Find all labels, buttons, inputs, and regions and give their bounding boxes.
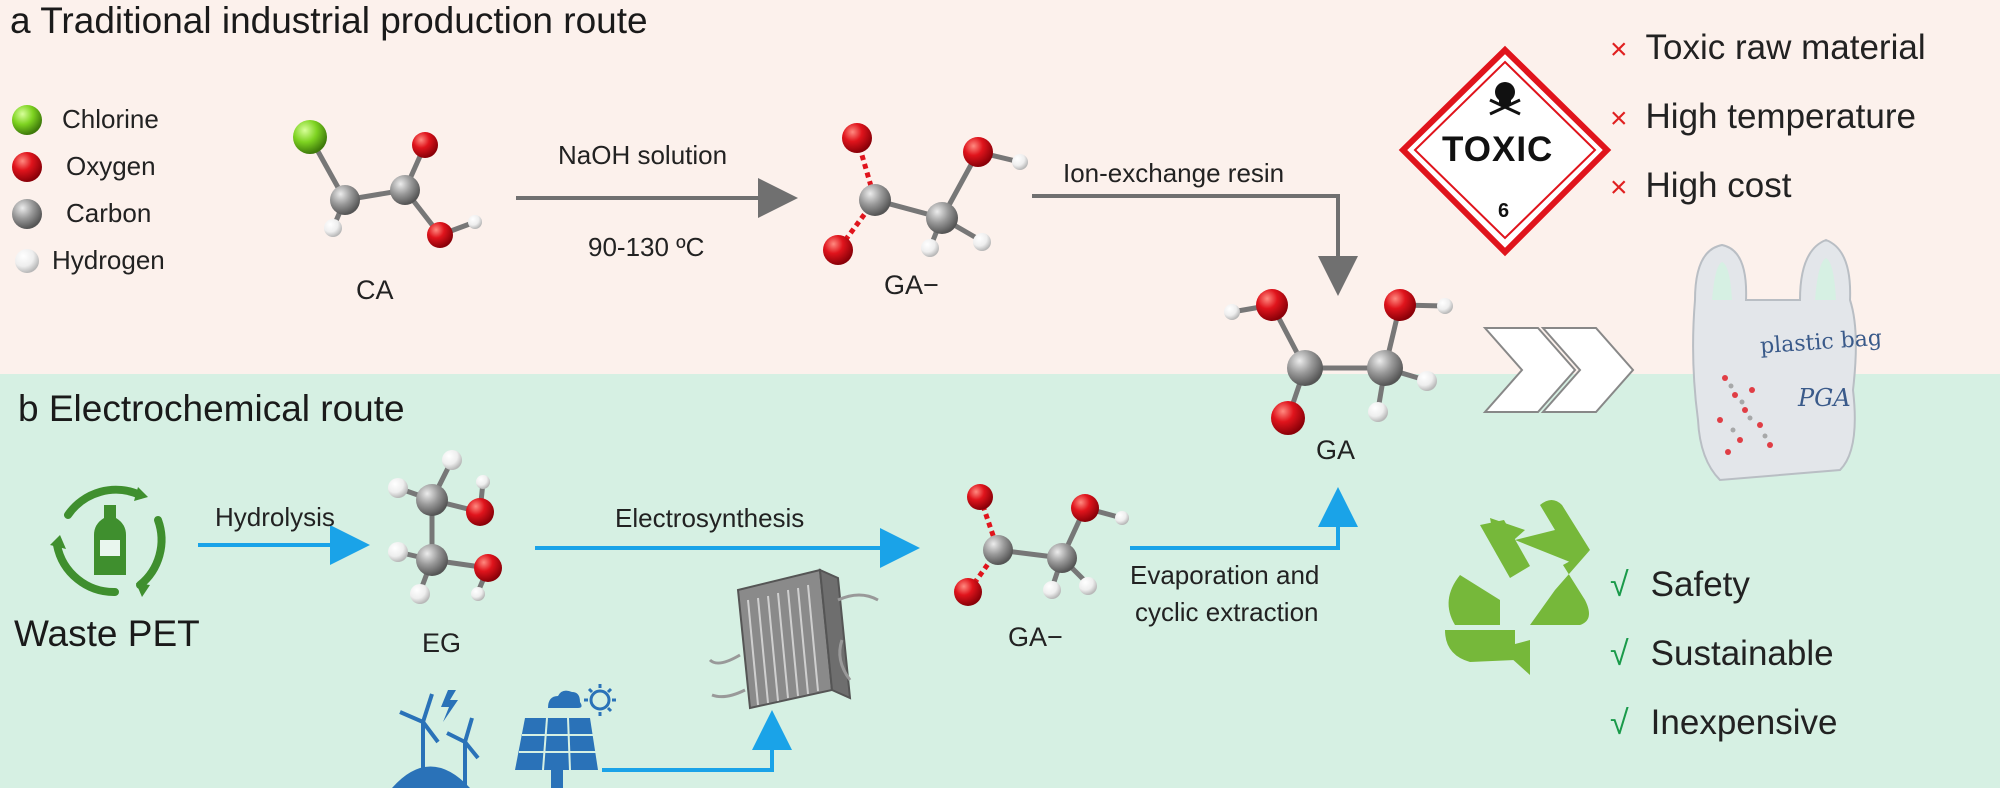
panel-a-background [0, 0, 2000, 374]
recycle-bottle-icon [50, 485, 166, 597]
solar-panel-icon [515, 684, 616, 788]
cross-mark-icon: × [1610, 171, 1628, 204]
bag-text-line2: PGA [1798, 384, 1851, 412]
drawback-item: ×High temperature [1610, 97, 1916, 136]
eg-molecule [388, 450, 502, 604]
step-ion-exchange-label: Ion-exchange resin [1063, 158, 1285, 188]
legend-carbon-label: Carbon [66, 198, 152, 228]
legend-oxygen-label: Oxygen [66, 151, 156, 181]
panel-b-title: b Electrochemical route [18, 388, 405, 429]
check-mark-icon: √ [1610, 704, 1629, 742]
legend-swatches [12, 105, 42, 273]
ca-molecule [293, 120, 482, 248]
step-electrosynthesis-label: Electrosynthesis [615, 503, 805, 533]
plastic-bag-icon [1692, 238, 1857, 482]
check-mark-icon: √ [1610, 566, 1629, 604]
chlorine-swatch [12, 105, 42, 135]
step-naoh-label: NaOH solution [558, 140, 728, 170]
advantage-item: √Inexpensive [1610, 703, 1838, 742]
toxic-sign-icon [1398, 45, 1612, 257]
ga-molecule [1224, 289, 1453, 435]
mol-ca-label: CA [356, 275, 394, 305]
mol-ga-minus-label-a: GA− [884, 270, 939, 300]
oxygen-swatch [12, 152, 42, 182]
step-evaporation-label-1: Evaporation and [1130, 560, 1320, 590]
ga-minus-molecule-b [954, 484, 1129, 606]
cross-mark-icon: × [1610, 33, 1628, 66]
legend-hydrogen-label: Hydrogen [52, 245, 165, 275]
step-temperature-label: 90-130 ºC [588, 232, 705, 262]
toxic-sign-class: 6 [1498, 200, 1510, 222]
recycle-icon [1445, 500, 1590, 675]
advantage-item: √Safety [1610, 565, 1750, 604]
check-mark-icon: √ [1610, 635, 1629, 673]
electrolyzer-icon [708, 568, 879, 710]
cross-mark-icon: × [1610, 102, 1628, 135]
panel-b-background [0, 374, 2000, 788]
step-hydrolysis-label: Hydrolysis [215, 502, 335, 532]
arrow-evaporation [1130, 487, 1358, 550]
mol-eg-label: EG [422, 628, 462, 658]
drawback-item: ×Toxic raw material [1610, 28, 1926, 67]
wind-turbine-icon [392, 690, 480, 788]
chevron-arrow-icon [1482, 327, 1635, 413]
hydrogen-swatch [15, 249, 39, 273]
mol-ga-label: GA [1316, 435, 1356, 465]
mol-ga-minus-label-b: GA− [1008, 622, 1063, 652]
arrow-ion-exchange [1032, 194, 1358, 296]
ga-minus-molecule-a [823, 123, 1028, 265]
toxic-sign-text: TOXIC [1442, 130, 1554, 169]
carbon-swatch [12, 199, 42, 229]
step-evaporation-label-2: cyclic extraction [1135, 597, 1319, 627]
advantage-item: √Sustainable [1610, 634, 1834, 673]
arrow-renewable-power [602, 710, 792, 772]
waste-pet-label: Waste PET [14, 613, 200, 654]
legend-chlorine-label: Chlorine [62, 104, 159, 134]
drawback-item: ×High cost [1610, 166, 1792, 205]
panel-a-title: a Traditional industrial production rout… [10, 0, 648, 41]
